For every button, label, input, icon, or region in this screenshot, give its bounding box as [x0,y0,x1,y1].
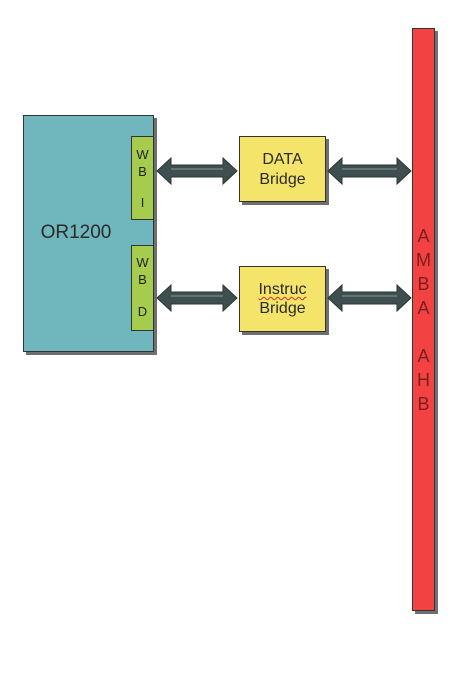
bus-letter-3: B [417,274,430,294]
spellcheck-word: Instruc [258,281,307,298]
data-bridge-box [239,136,326,202]
port-wbi-letter-2: B [138,164,147,179]
bus-letter-6: H [417,370,430,390]
port-wbi-letter-1: W [136,147,149,162]
arrow-instruction-bridge-to-bus [327,283,412,313]
instruction-bridge-label-line-2: Bridge [259,300,306,317]
port-wbd-letter-1: W [136,255,149,270]
bus-letter-5: A [417,346,430,366]
port-wbd-letter-2: B [138,272,147,287]
amba-ahb-bus [412,28,435,611]
data-bridge-label-line-2: Bridge [259,171,306,188]
arrow-wbd-to-instruction-bridge [156,283,238,313]
arrow-wbi-to-data-bridge [156,156,238,186]
bus-letter-1: A [417,226,430,246]
wishbone-instruction-port [131,136,154,220]
processor-label: OR1200 [40,222,112,243]
arrow-data-bridge-to-bus [327,156,412,186]
instruction-bridge-box [239,266,326,332]
instruction-bridge-label-line-1: Instruc [239,280,326,299]
port-wbd-letter-3: D [137,304,148,319]
data-bridge-label-line-1: DATA [262,151,303,168]
bus-letter-4: A [417,298,430,318]
wishbone-data-port [131,245,154,331]
bus-letter-2: M [416,250,431,270]
port-wbi-letter-3: I [140,195,145,210]
bus-letter-7: B [417,394,430,414]
